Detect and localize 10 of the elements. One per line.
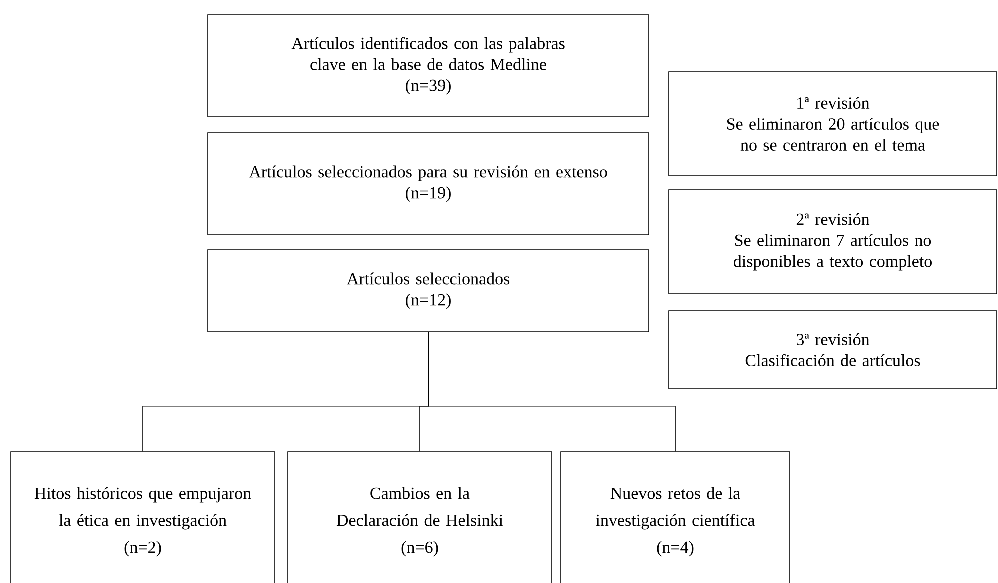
connector-line xyxy=(428,332,676,452)
process-box: Artículos seleccionados para su revisión en extenso (n=19) xyxy=(208,132,650,236)
revision-box: 1ª revisión Se eliminaron 20 artículos que no se centraron en el tema xyxy=(668,72,998,176)
category-box: Nuevos retos de la investigación científica (n=4) xyxy=(560,452,790,583)
category-box: Cambios en la Declaración de Helsinki (n=6) xyxy=(288,452,552,583)
process-box: Artículos identificados con las palabras clave en la base de datos Medline (n=39) xyxy=(208,14,650,118)
process-box: Artículos seleccionados (n=12) xyxy=(208,250,650,332)
category-box: Hitos históricos que empujaron la ética en investigación (n=2) xyxy=(10,452,276,583)
revision-box: 2ª revisión Se eliminaron 7 artículos no disponibles a texto completo xyxy=(668,190,998,294)
revision-box: 3ª revisión Clasificación de artículos xyxy=(668,310,998,390)
